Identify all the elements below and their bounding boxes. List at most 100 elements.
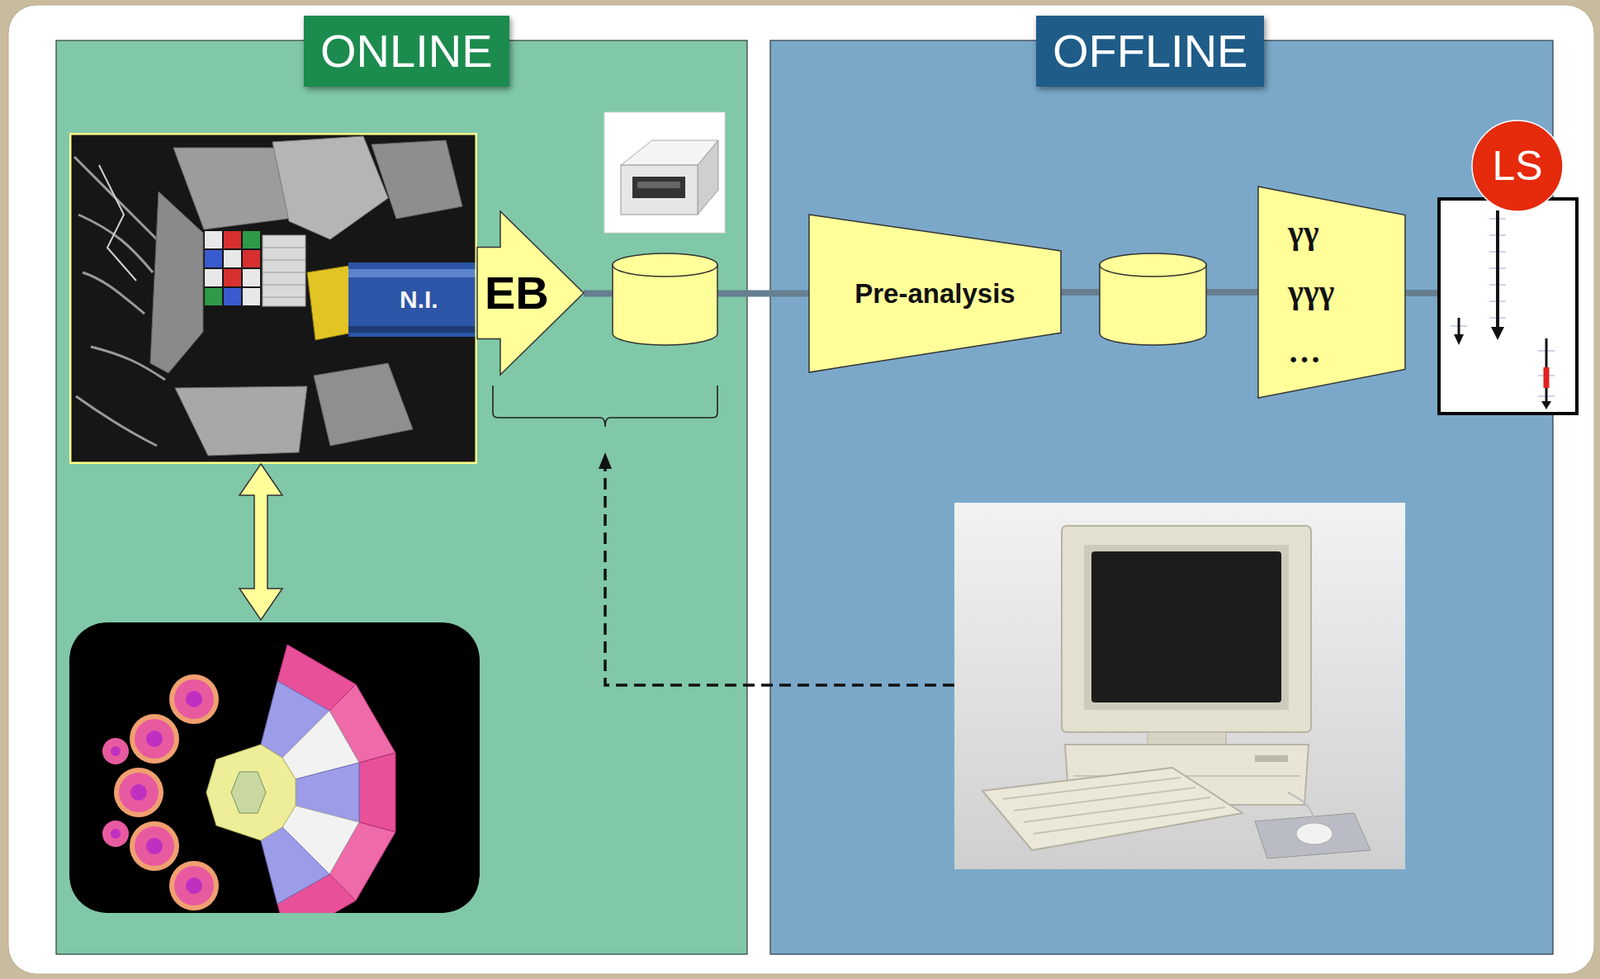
badge-label: LS (1491, 145, 1543, 187)
offline-panel: OFFLINEPre-analysisγγ γγγ …LS (770, 40, 1553, 955)
database-cylinder-part (1099, 253, 1207, 277)
trapezoid-shape (1258, 186, 1406, 398)
database-cylinder-part (612, 253, 718, 277)
detector-rendering-part (185, 691, 203, 708)
online-panel: ONLINEEB (56, 40, 748, 955)
detector-photo-part (69, 132, 478, 464)
results-plot (1439, 198, 1577, 414)
detector-rendering-part (206, 744, 296, 841)
two-way-arrow (239, 463, 283, 621)
computer-picture (954, 502, 1406, 870)
detector-photo-part (242, 269, 261, 287)
computer-picture-part (1147, 732, 1227, 745)
detector-photo-part (262, 235, 306, 307)
detector-photo-part (175, 386, 308, 456)
results-plot-part (1543, 367, 1550, 389)
panel-tag: OFFLINE (1036, 15, 1264, 87)
photo-label: N.I. (399, 285, 439, 313)
detector-rendering-part (231, 771, 266, 814)
detector-rendering-part (113, 767, 164, 818)
detector-rendering-part (130, 784, 147, 801)
detector-rendering-part (134, 719, 175, 759)
computer-picture-part (1296, 823, 1333, 845)
detector-rendering-part (260, 827, 330, 905)
database-cylinder (612, 253, 718, 346)
detector-photo-part (313, 363, 413, 446)
detector-photo-part (204, 288, 223, 306)
circle-shape (1472, 120, 1563, 212)
computer-picture-part (1061, 525, 1312, 733)
detector-photo-part (242, 231, 261, 249)
detector-photo-part (348, 262, 478, 337)
detector-photo-part (150, 191, 204, 374)
detector-photo-part (242, 250, 261, 268)
detector-rendering-part (129, 714, 180, 764)
detector-photo-part (74, 156, 166, 446)
results-plot-part (1439, 198, 1577, 414)
channel-trapezoid: γγ γγγ … (1258, 186, 1406, 398)
detector-rendering-part (129, 821, 180, 872)
results-plot-part (1491, 326, 1505, 341)
offline-panel-ground (770, 40, 1553, 955)
results-plot-part (1450, 218, 1555, 397)
detector-rendering-part (169, 861, 219, 911)
detector-rendering-part (69, 622, 480, 914)
computer-picture-part (1003, 777, 1226, 834)
detector-photo-part (242, 288, 261, 306)
detector-rendering-part (146, 837, 163, 855)
detector-rendering-part (134, 826, 175, 867)
badge-circle: LS (1471, 119, 1564, 213)
results-plot-part (1541, 401, 1552, 410)
arrow-shape (477, 211, 584, 375)
tape-drive-picture-part (620, 165, 698, 215)
channel-list: γγ γγγ … (1287, 203, 1335, 382)
detector-photo-part (99, 165, 137, 281)
results-plot-part (1545, 338, 1548, 405)
detector-rendering-part (102, 820, 129, 848)
flow-line (1403, 289, 1441, 297)
online-panel-ground (56, 40, 748, 955)
detector-rendering-part (146, 730, 163, 748)
process-label: Pre-analysis (854, 277, 1015, 311)
detector-photo-part (204, 269, 223, 287)
detector-photo-part (223, 231, 242, 249)
detector-photo-part (223, 250, 242, 268)
detector-photo-part (348, 269, 478, 278)
detector-rendering-part (174, 866, 214, 906)
detector-rendering-part (169, 674, 219, 725)
dashed-arrow-head (598, 452, 612, 469)
tape-drive-picture-part (697, 140, 719, 215)
computer-picture-part (1254, 813, 1371, 859)
results-plot-part (1495, 210, 1500, 331)
computer-picture-part (954, 502, 1406, 870)
panel-tag: ONLINE (303, 15, 510, 87)
detector-photo-part (262, 247, 306, 298)
detector-rendering-part (185, 877, 203, 895)
computer-picture-part (1091, 551, 1282, 703)
detector-photo-part (223, 288, 242, 306)
computer-picture-part (1254, 755, 1288, 763)
tape-drive-picture-part (632, 176, 686, 199)
detector-photo-part (272, 136, 389, 240)
tape-drive-picture-part (604, 112, 725, 233)
brace (492, 385, 718, 427)
detector-photo-part (348, 326, 478, 333)
tape-drive-picture-part (637, 181, 681, 189)
detector-photo-part (204, 231, 223, 249)
computer-picture-part (1084, 544, 1289, 711)
detector-photo (69, 132, 478, 464)
dashed-feedback-line (605, 467, 955, 686)
detector-rendering-part (174, 679, 214, 720)
detector-photo-part (204, 250, 223, 268)
detector-photo-part (223, 269, 242, 287)
detector-photo-part (371, 140, 463, 219)
results-plot-part (1453, 334, 1464, 346)
results-plot-part (1457, 317, 1461, 337)
computer-picture-part (982, 767, 1243, 851)
database-cylinder (1099, 253, 1207, 346)
trapezoid-shape (809, 214, 1061, 373)
detector-rendering (69, 622, 480, 914)
detector-photo-part (69, 132, 478, 464)
